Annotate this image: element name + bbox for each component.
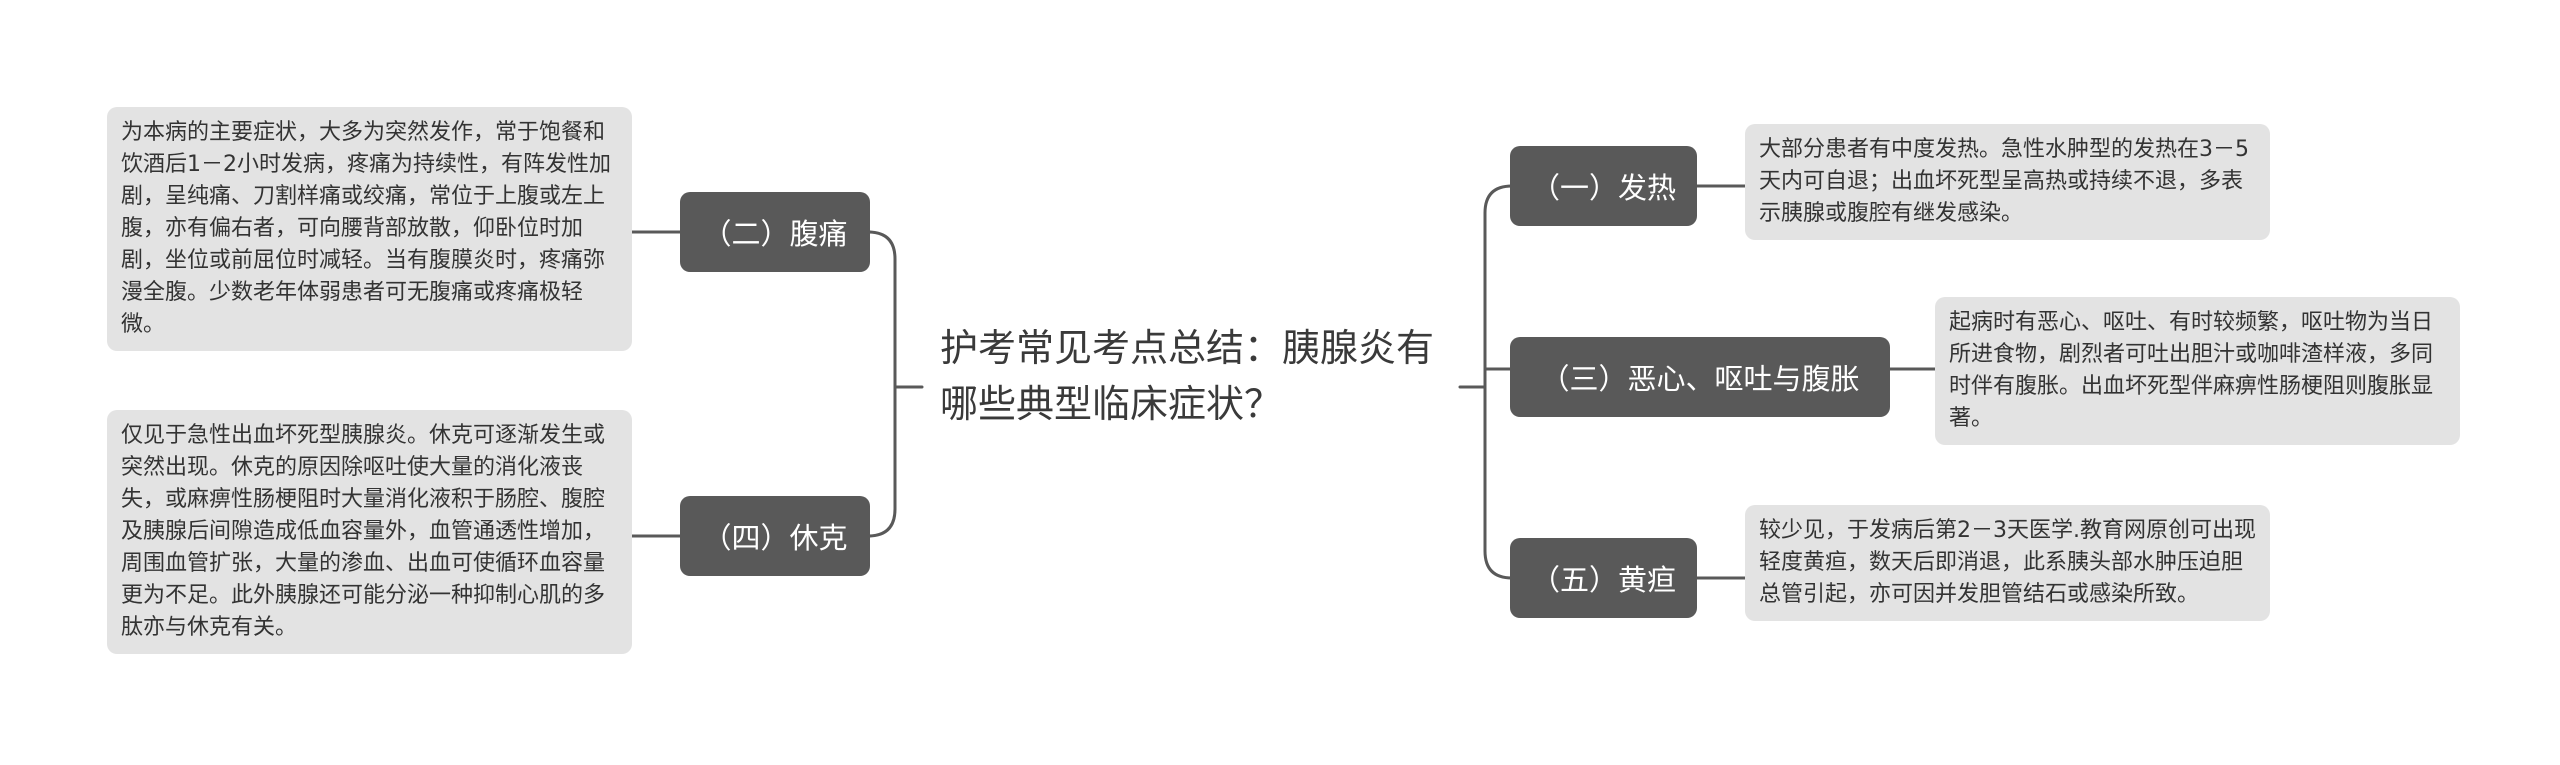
branch-jaundice[interactable]: （五）黄疸 bbox=[1510, 538, 1697, 618]
branch-label: （一）发热 bbox=[1530, 171, 1676, 205]
branch-abdominal-pain[interactable]: （二）腹痛 bbox=[680, 192, 870, 272]
leaf-nausea-detail: 起病时有恶心、呕吐、有时较频繁，呕吐物为当日所进食物，剧烈者可吐出胆汁或咖啡渣样… bbox=[1935, 297, 2460, 445]
branch-fever[interactable]: （一）发热 bbox=[1510, 146, 1697, 226]
root-topic: 护考常见考点总结：胰腺炎有哪些典型临床症状？ bbox=[940, 326, 1435, 426]
branch-label: （三）恶心、呕吐与腹胀 bbox=[1540, 362, 1860, 396]
branch-label: （五）黄疸 bbox=[1530, 563, 1676, 597]
branch-label: （二）腹痛 bbox=[702, 217, 848, 251]
leaf-text: 起病时有恶心、呕吐、有时较频繁，呕吐物为当日所进食物，剧烈者可吐出胆汁或咖啡渣样… bbox=[1949, 310, 2434, 431]
leaf-abdominal-pain-detail: 为本病的主要症状，大多为突然发作，常于饱餐和饮酒后1－2小时发病，疼痛为持续性，… bbox=[107, 107, 632, 351]
leaf-text: 较少见，于发病后第2－3天医学.教育网原创可出现轻度黄疸，数天后即消退，此系胰头… bbox=[1759, 518, 2256, 607]
leaf-shock-detail: 仅见于急性出血坏死型胰腺炎。休克可逐渐发生或突然出现。休克的原因除呕吐使大量的消… bbox=[107, 410, 632, 654]
leaf-text: 为本病的主要症状，大多为突然发作，常于饱餐和饮酒后1－2小时发病，疼痛为持续性，… bbox=[121, 120, 611, 337]
leaf-text: 大部分患者有中度发热。急性水肿型的发热在3－5天内可自退；出血坏死型呈高热或持续… bbox=[1759, 137, 2249, 226]
leaf-fever-detail: 大部分患者有中度发热。急性水肿型的发热在3－5天内可自退；出血坏死型呈高热或持续… bbox=[1745, 124, 2270, 240]
leaf-text: 仅见于急性出血坏死型胰腺炎。休克可逐渐发生或突然出现。休克的原因除呕吐使大量的消… bbox=[121, 423, 606, 640]
branch-nausea-vomiting-bloating[interactable]: （三）恶心、呕吐与腹胀 bbox=[1510, 337, 1890, 417]
branch-shock[interactable]: （四）休克 bbox=[680, 496, 870, 576]
branch-label: （四）休克 bbox=[702, 521, 848, 555]
leaf-jaundice-detail: 较少见，于发病后第2－3天医学.教育网原创可出现轻度黄疸，数天后即消退，此系胰头… bbox=[1745, 505, 2270, 621]
